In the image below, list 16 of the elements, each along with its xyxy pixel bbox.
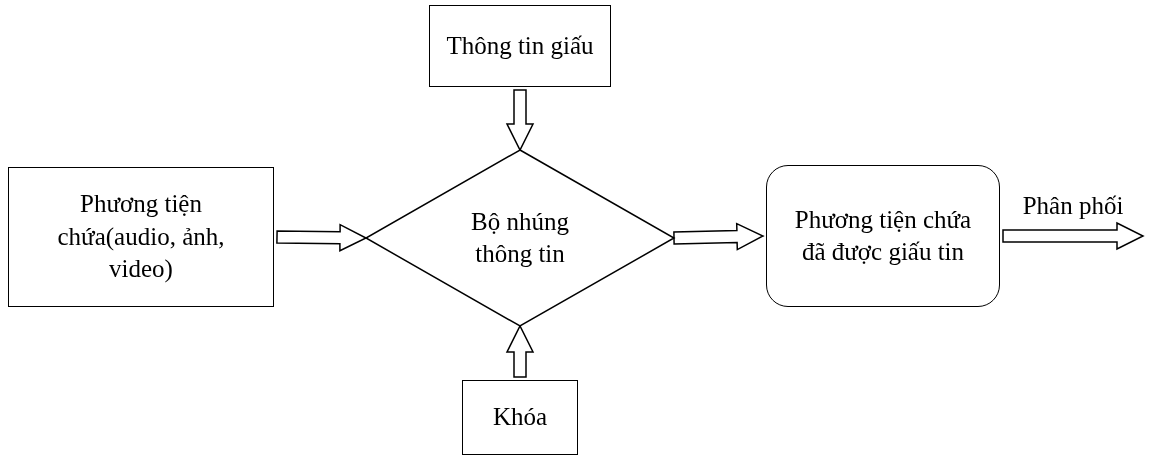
node-text: Phương tiện chứa đã được giấu tin [793, 204, 973, 267]
edge-label: Phân phối [1022, 192, 1124, 220]
process-box [462, 380, 578, 455]
block-arrow [1002, 221, 1145, 251]
node-text: Thông tin giấu [446, 30, 594, 61]
block-arrow [276, 223, 368, 252]
process-box [766, 165, 1000, 307]
block-arrow [505, 324, 535, 378]
node-text: Phương tiện chứa(audio, ảnh, video) [56, 189, 226, 285]
process-box [429, 5, 611, 87]
node-text: Khóa [492, 402, 548, 433]
node-text: Bộ nhúng thông tin [470, 206, 570, 269]
process-box [8, 167, 274, 307]
block-arrow [673, 222, 765, 251]
block-arrow [505, 89, 535, 152]
decision-diamond [366, 150, 674, 326]
